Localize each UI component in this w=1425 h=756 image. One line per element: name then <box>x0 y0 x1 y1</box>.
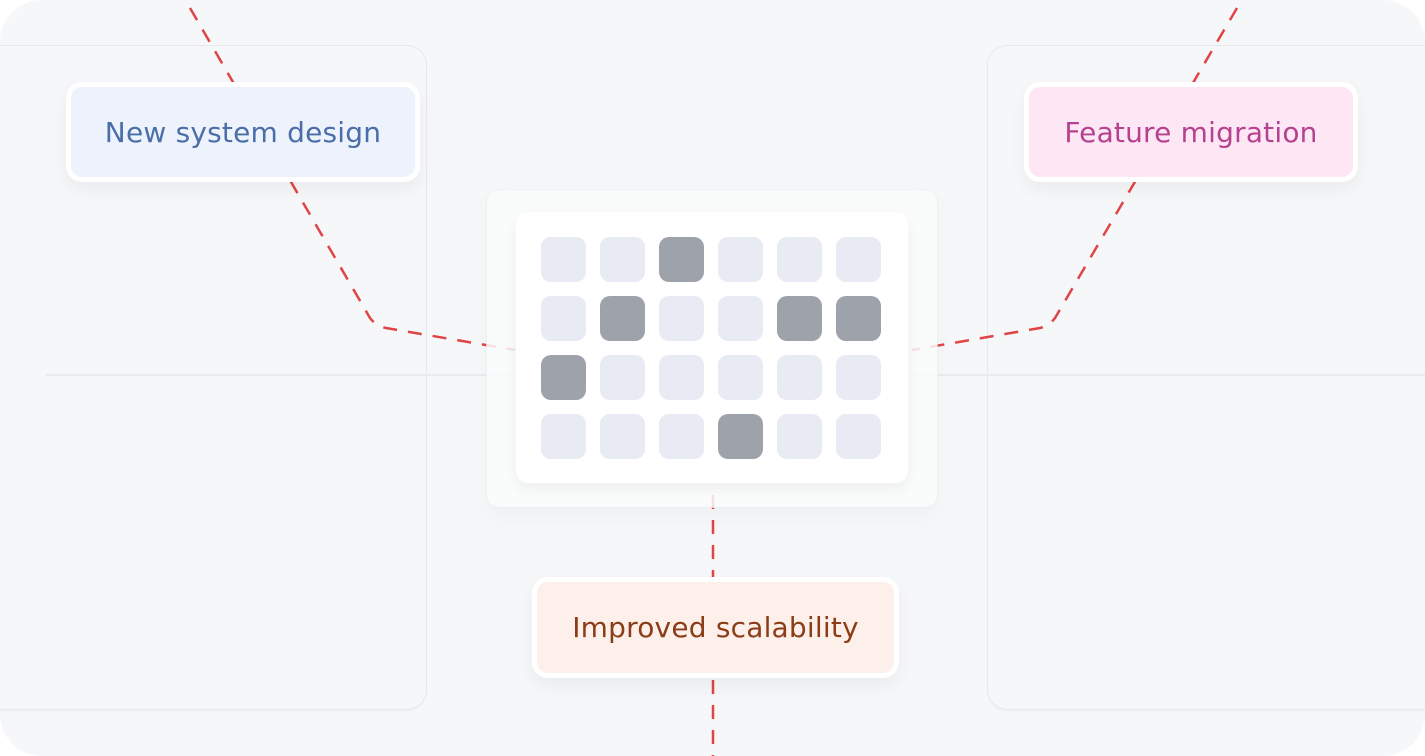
center-card <box>516 212 908 483</box>
tile-empty <box>659 355 704 400</box>
tile-empty <box>777 355 822 400</box>
tile-filled <box>718 414 763 459</box>
feature-migration-text: Feature migration <box>1064 115 1318 149</box>
tile-filled <box>600 296 645 341</box>
tile-empty <box>600 237 645 282</box>
tile-empty <box>718 296 763 341</box>
tile-empty <box>541 296 586 341</box>
tile-empty <box>541 414 586 459</box>
tile-filled <box>777 296 822 341</box>
tile-empty <box>718 237 763 282</box>
tile-filled <box>541 355 586 400</box>
feature-migration-label: Feature migration <box>1024 82 1358 182</box>
tile-empty <box>541 237 586 282</box>
improved-scalability-label: Improved scalability <box>532 577 899 678</box>
tile-empty <box>600 414 645 459</box>
tile-empty <box>659 296 704 341</box>
new-system-design-label: New system design <box>66 82 420 182</box>
tile-filled <box>836 296 881 341</box>
tile-empty <box>836 237 881 282</box>
tile-empty <box>659 414 704 459</box>
tile-grid <box>541 237 881 459</box>
tile-empty <box>777 237 822 282</box>
tile-empty <box>777 414 822 459</box>
tile-filled <box>659 237 704 282</box>
improved-scalability-text: Improved scalability <box>572 611 859 644</box>
tile-empty <box>600 355 645 400</box>
tile-empty <box>836 414 881 459</box>
tile-empty <box>718 355 763 400</box>
tile-empty <box>836 355 881 400</box>
new-system-design-text: New system design <box>104 115 382 149</box>
